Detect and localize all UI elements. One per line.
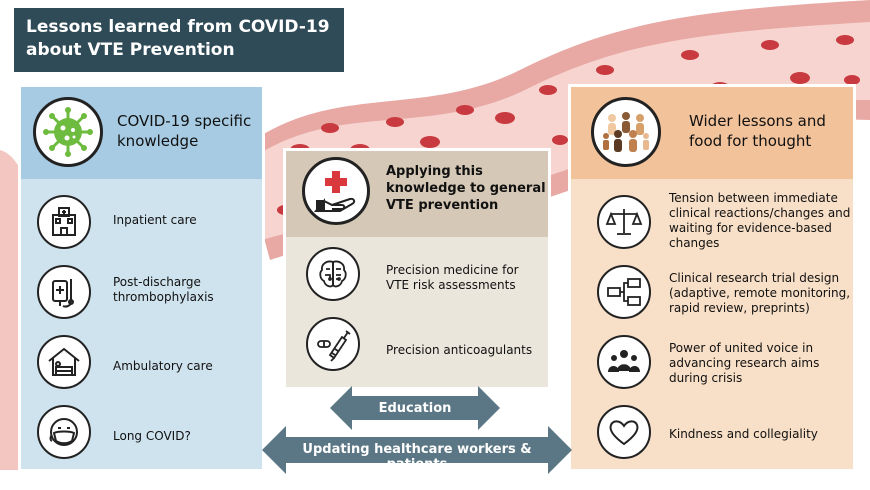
iv-bag-icon — [37, 265, 91, 319]
list-item: Precision anticoagulants — [386, 343, 533, 357]
list-item: Precision medicine for VTE risk assessme… — [386, 263, 519, 292]
hospital-icon — [37, 195, 91, 249]
brain-circuit-icon — [306, 247, 360, 301]
list-item: Power of united voice in advancing resea… — [669, 341, 820, 385]
coronavirus-icon — [33, 97, 103, 167]
balance-scale-icon — [597, 195, 651, 249]
list-item: Long COVID? — [113, 429, 191, 443]
updating-arrow — [262, 426, 572, 474]
list-item: Tension between immediate clinical react… — [669, 191, 851, 250]
list-item: Ambulatory care — [113, 359, 213, 373]
syringe-pill-icon — [306, 317, 360, 371]
education-label: Education — [378, 401, 452, 416]
title-line-2: about VTE Prevention — [26, 40, 235, 60]
page-title: Lessons learned from COVID-19 about VTE … — [14, 8, 344, 72]
list-item: Inpatient care — [113, 213, 197, 227]
list-item: Kindness and collegiality — [669, 427, 818, 441]
wider-lessons-panel: Wider lessons and food for thought Tensi… — [568, 84, 856, 472]
masked-face-icon — [37, 405, 91, 459]
list-item: Clinical research trial design (adaptive… — [669, 271, 851, 315]
flowchart-icon — [597, 265, 651, 319]
covid-specific-panel: COVID-19 specific knowledge Inpatient ca… — [18, 84, 265, 472]
applying-knowledge-panel: Applying this knowledge to general VTE p… — [283, 148, 551, 390]
title-line-1: Lessons learned from COVID-19 — [26, 17, 330, 37]
diverse-people-icon — [591, 97, 661, 167]
hand-medical-cross-icon — [302, 157, 370, 225]
covid-specific-heading: COVID-19 specific knowledge — [117, 112, 252, 150]
education-arrow — [330, 386, 500, 430]
applying-knowledge-heading: Applying this knowledge to general VTE p… — [386, 164, 546, 213]
heart-icon — [597, 405, 651, 459]
group-people-icon — [597, 335, 651, 389]
list-item: Post-discharge thrombophylaxis — [113, 275, 214, 304]
home-patient-icon — [37, 335, 91, 389]
updating-label: Updating healthcare workers & patients — [302, 442, 532, 472]
wider-lessons-heading: Wider lessons and food for thought — [689, 112, 826, 150]
